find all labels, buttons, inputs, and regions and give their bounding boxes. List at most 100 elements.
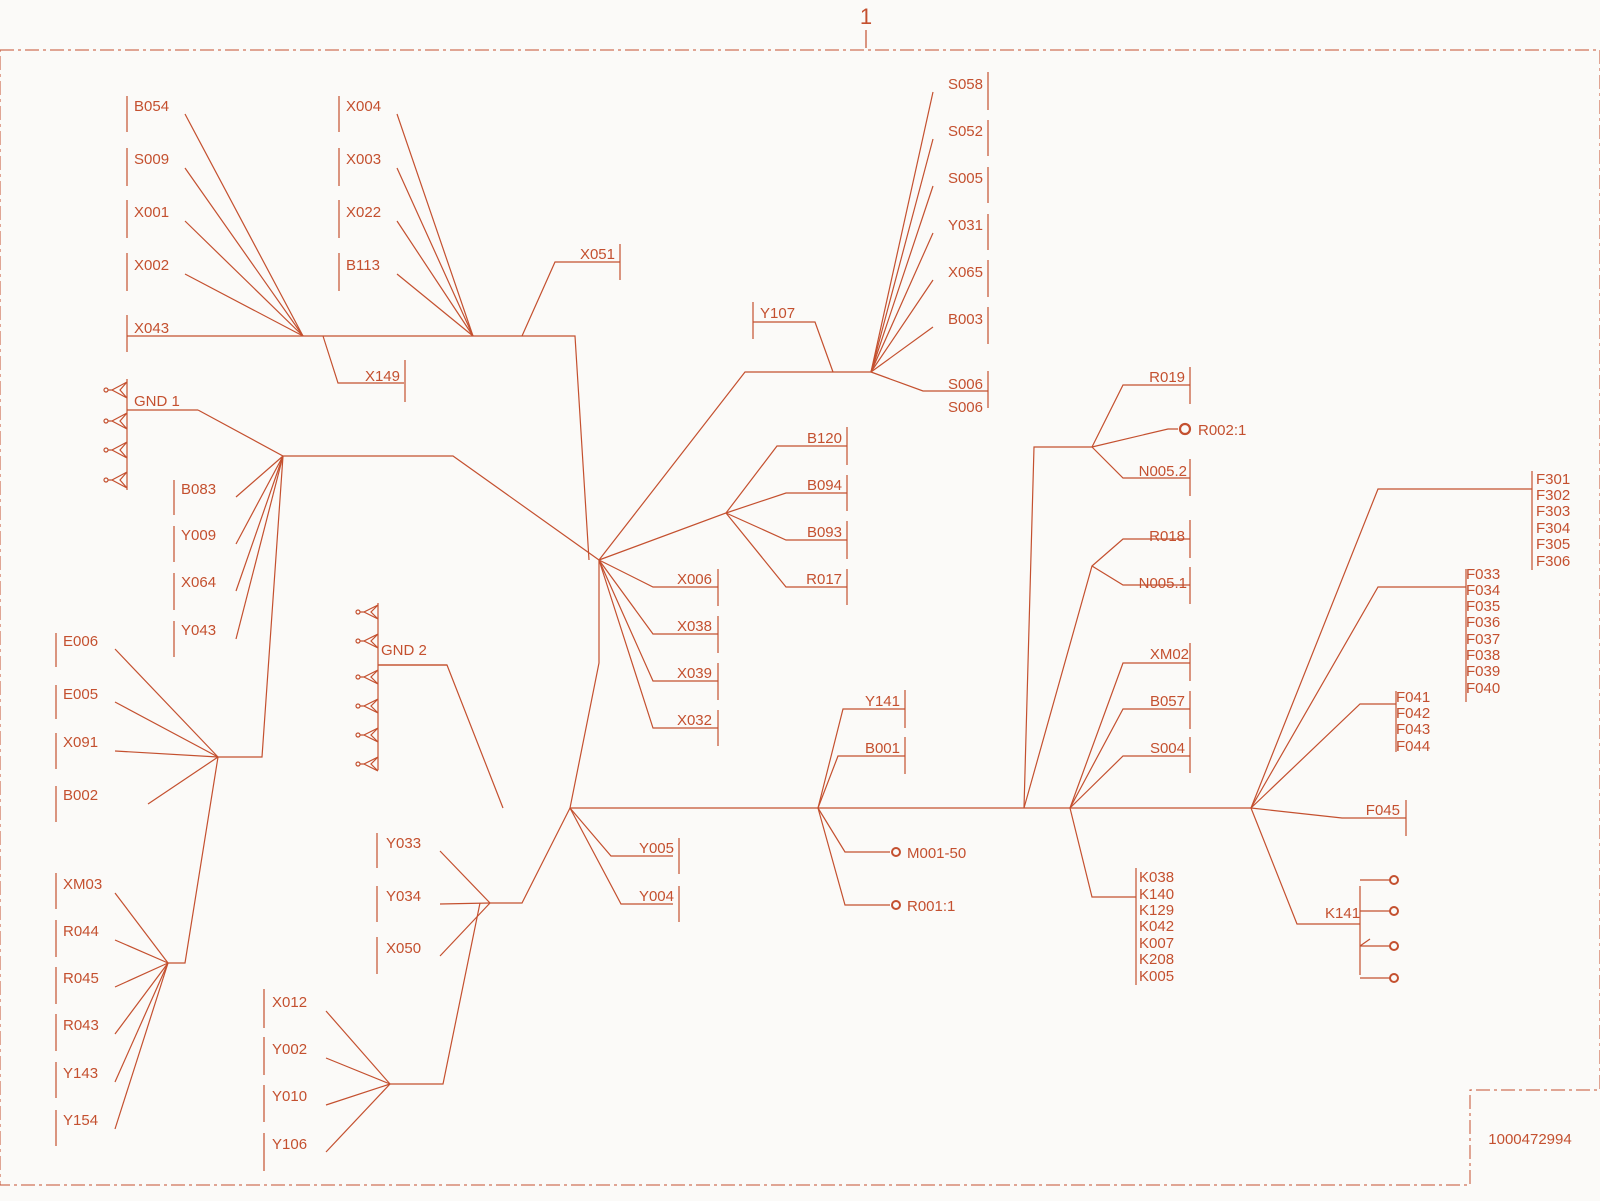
- connector-label: X149: [365, 368, 400, 385]
- terminal-label: M001-50: [907, 845, 966, 862]
- f301-fuse-group: F301 F302 F303 F304 F305 F306: [1536, 471, 1570, 570]
- connector-label: Y009: [181, 527, 216, 544]
- pin-terminals: [891, 422, 1399, 983]
- document-number: 1000472994: [1488, 1131, 1571, 1148]
- connector-label: X002: [134, 257, 169, 274]
- connector-label: X006: [677, 571, 712, 588]
- terminal-label: R002:1: [1198, 422, 1246, 439]
- connector-label: X003: [346, 151, 381, 168]
- connector-label: X038: [677, 618, 712, 635]
- connector-label: Y010: [272, 1088, 307, 1105]
- connector-label: R017: [806, 571, 842, 588]
- group-label: F039: [1466, 663, 1500, 680]
- group-label: F040: [1466, 680, 1500, 697]
- connector-label: R043: [63, 1017, 99, 1034]
- connector-label: R045: [63, 970, 99, 987]
- connector-label: B083: [181, 481, 216, 498]
- connector-label: X064: [181, 574, 216, 591]
- connector-label: S005: [948, 170, 983, 187]
- group-label: K042: [1139, 918, 1174, 935]
- connector-label: E006: [63, 633, 98, 650]
- k-connector-group: K038 K140 K129 K042 K007 K208 K005: [1139, 869, 1174, 985]
- group-label: F038: [1466, 647, 1500, 664]
- connector-label: Y143: [63, 1065, 98, 1082]
- connector-label: Y107: [760, 305, 795, 322]
- connector-label: Y106: [272, 1136, 307, 1153]
- ground-symbol-gnd2: [355, 603, 447, 772]
- connector-label: X022: [346, 204, 381, 221]
- connector-label: X001: [134, 204, 169, 221]
- group-label: F044: [1396, 738, 1430, 755]
- connector-label: X004: [346, 98, 381, 115]
- connector-label: Y141: [865, 693, 900, 710]
- connector-label: XM02: [1150, 646, 1189, 663]
- connector-label: X065: [948, 264, 983, 281]
- connector-label: F045: [1366, 802, 1400, 819]
- group-label: K140: [1139, 886, 1174, 903]
- group-label: F302: [1536, 487, 1570, 504]
- group-label: F043: [1396, 721, 1430, 738]
- connector-label: X039: [677, 665, 712, 682]
- group-label: K038: [1139, 869, 1174, 886]
- group-label: K005: [1139, 968, 1174, 985]
- ground-label: GND 2: [381, 642, 427, 659]
- group-label: F303: [1536, 503, 1570, 520]
- connector-label: Y005: [639, 840, 674, 857]
- harness-wires: [114, 91, 1532, 1153]
- connector-label: N005.1: [1139, 575, 1187, 592]
- connector-label: N005.2: [1139, 463, 1187, 480]
- group-label: F037: [1466, 631, 1500, 648]
- connector-label: Y004: [639, 888, 674, 905]
- group-label: F041: [1396, 689, 1430, 706]
- connector-label: XM03: [63, 876, 102, 893]
- connector-label: R044: [63, 923, 99, 940]
- connector-label: X043: [134, 320, 169, 337]
- connector-label: B094: [807, 477, 842, 494]
- ground-symbol-gnd1: [103, 379, 198, 490]
- group-label: F036: [1466, 614, 1500, 631]
- connector-label: X051: [580, 246, 615, 263]
- connector-label: B120: [807, 430, 842, 447]
- connector-label: K141: [1325, 905, 1360, 922]
- f041-fuse-group: F041 F042 F043 F044: [1396, 689, 1430, 755]
- connector-label: R019: [1149, 369, 1185, 386]
- connector-labels: B054 S009 X001 X002 X043 X149 X004 X003 …: [63, 76, 1570, 1153]
- connector-label: X012: [272, 994, 307, 1011]
- group-label: K129: [1139, 902, 1174, 919]
- connector-label: Y031: [948, 217, 983, 234]
- connector-label: X091: [63, 734, 98, 751]
- f033-fuse-group: F033 F034 F035 F036 F037 F038 F039 F040: [1466, 566, 1500, 697]
- group-label: F306: [1536, 553, 1570, 570]
- connector-label: B113: [346, 257, 380, 274]
- connector-label: R018: [1149, 528, 1185, 545]
- group-label: K007: [1139, 935, 1174, 952]
- group-label: F301: [1536, 471, 1570, 488]
- connector-label: S052: [948, 123, 983, 140]
- connector-label: Y033: [386, 835, 421, 852]
- group-label: K208: [1139, 951, 1174, 968]
- ground-label: GND 1: [134, 393, 180, 410]
- group-label: F033: [1466, 566, 1500, 583]
- sheet-frame: [0, 49, 1600, 1186]
- connector-label: S004: [1150, 740, 1185, 757]
- connector-label: B003: [948, 311, 983, 328]
- group-label: F042: [1396, 705, 1430, 722]
- sheet-number: 1: [860, 4, 872, 29]
- connector-label: Y002: [272, 1041, 307, 1058]
- connector-label: B093: [807, 524, 842, 541]
- connector-label: B054: [134, 98, 169, 115]
- group-label: F034: [1466, 582, 1500, 599]
- connector-label: B001: [865, 740, 900, 757]
- connector-label: S058: [948, 76, 983, 93]
- connector-label: E005: [63, 686, 98, 703]
- connector-label: Y034: [386, 888, 421, 905]
- connector-ticks: [55, 72, 1533, 1171]
- connector-label: X032: [677, 712, 712, 729]
- group-label: F305: [1536, 536, 1570, 553]
- connector-label: S006: [948, 376, 983, 393]
- group-label: F035: [1466, 598, 1500, 615]
- connector-label: S009: [134, 151, 169, 168]
- connector-label: S006: [948, 399, 983, 416]
- connector-label: B057: [1150, 693, 1185, 710]
